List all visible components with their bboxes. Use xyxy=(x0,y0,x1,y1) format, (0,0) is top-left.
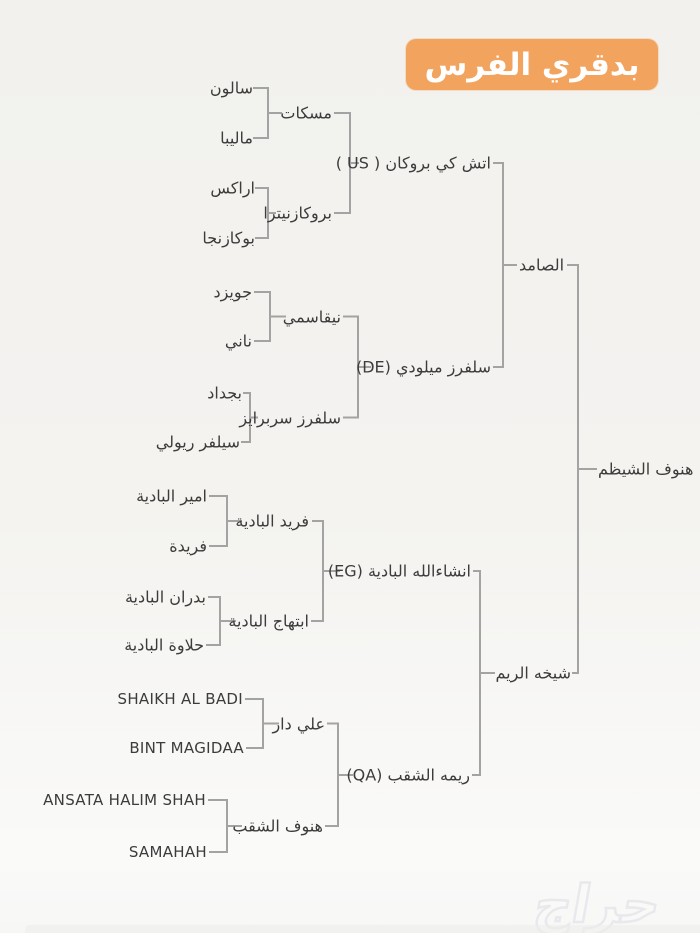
node-farida: فريدة xyxy=(169,536,207,556)
node-hanouf-alshaytham: هنوف الشيظم xyxy=(598,459,694,479)
node-ansata-halim-shah: ANSATA HALIM SHAH xyxy=(43,791,206,809)
node-shaikha-alreem: شيخه الريم xyxy=(495,663,571,683)
node-inshaallah-albadia-eg: انشاءالله البادية (EG) xyxy=(327,561,471,581)
node-ibtihaj-albadia: ابتهاج البادية xyxy=(228,611,309,631)
title-badge: بدقري الفرس xyxy=(406,39,658,90)
node-shaikh-al-badi: SHAIKH AL BADI xyxy=(117,690,243,708)
node-nani: ناني xyxy=(224,331,252,351)
node-hanouf-alshaqab: هنوف الشقب xyxy=(232,816,323,836)
node-bint-magidaa: BINT MAGIDAA xyxy=(129,739,244,757)
node-bajdad: بجداد xyxy=(207,383,242,403)
node-ali-dar: علي دار xyxy=(272,713,325,733)
node-silvers-surprise: سلفرز سربرايز xyxy=(239,407,341,427)
node-amir-albadia: امير البادية xyxy=(136,486,207,506)
node-maskat: مسكات xyxy=(280,103,332,123)
node-alsamed: الصامد xyxy=(518,255,565,275)
node-halawa-albadia: حلاوة البادية xyxy=(124,635,204,655)
node-malibia: ماليبا xyxy=(220,128,253,148)
node-samahah: SAMAHAH xyxy=(128,843,207,861)
node-araks: اراكس xyxy=(210,178,255,198)
node-silvers-melody-de: سلفرز ميلودي (DE) xyxy=(355,357,491,377)
node-bokaznja: بوكازنجا xyxy=(202,228,255,248)
node-badran-albadia: بدران البادية xyxy=(124,587,206,607)
node-silver-rioli: سيلفر ريولي xyxy=(155,432,240,452)
page-title: بدقري الفرس xyxy=(424,46,640,83)
node-juwizd: جويزد xyxy=(213,282,252,302)
bottom-edge-band xyxy=(25,925,700,933)
node-rima-alshaqab-qa: ريمه الشقب (QA) xyxy=(346,765,470,785)
node-hk-brokan-us: اتش كي بروكان ( US ) xyxy=(335,153,491,173)
node-farid-albadia: فريد البادية xyxy=(235,511,309,531)
node-salon: سالون xyxy=(209,78,253,98)
node-brokaznitra: بروكازنيترا xyxy=(263,203,332,223)
node-niqasimi: نيقاسمي xyxy=(282,306,341,326)
